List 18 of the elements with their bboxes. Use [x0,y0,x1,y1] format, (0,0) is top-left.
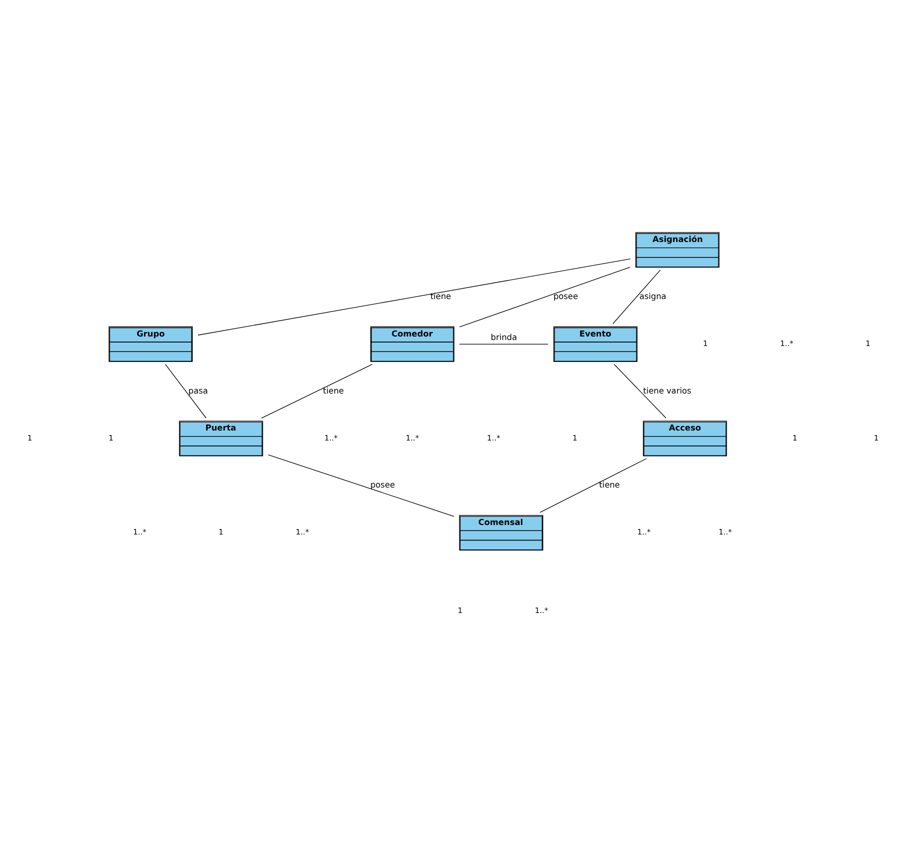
connector [459,343,548,344]
connector [612,269,661,324]
connector [198,258,631,335]
connector [165,364,206,418]
edge-label: brinda [490,331,518,342]
connector [261,364,373,418]
edge-label: posee [370,479,395,490]
edge-label: pasa [188,384,208,395]
connector [459,266,630,327]
connector [614,364,666,418]
connector [540,458,647,512]
edge-label: asigna [639,290,666,301]
edge-label: tiene [323,384,344,395]
edge-label: tiene varios [643,384,692,395]
edge-label: tiene [599,479,620,490]
edge-label: posee [553,290,578,301]
connector [268,454,454,516]
edge-label: tiene [430,290,452,301]
